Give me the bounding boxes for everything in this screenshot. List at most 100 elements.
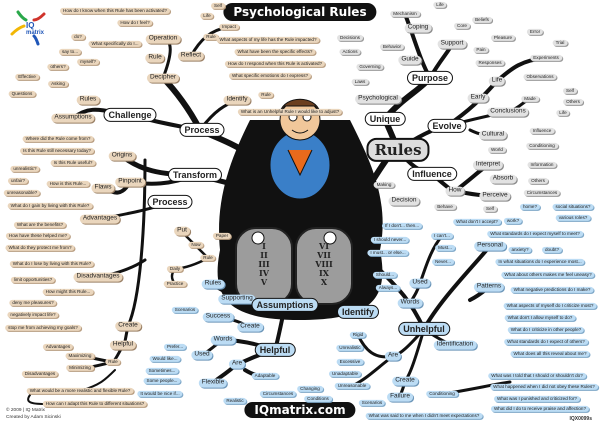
branch-node[interactable]: Create [392,376,418,386]
leaf-node[interactable]: What is an Unhelpful Rule I would like t… [237,108,343,116]
branch-node[interactable]: Operation [145,34,181,44]
leaf-node[interactable]: unfair? [7,177,29,185]
main-branch-node[interactable]: Purpose [406,70,454,86]
leaf-node[interactable]: Practice [163,280,187,288]
leaf-node[interactable]: do? [71,33,85,41]
leaf-node[interactable]: Must... [435,244,455,252]
leaf-node[interactable]: Paper [212,232,232,240]
leaf-node[interactable]: Life [433,1,447,9]
leaf-node[interactable]: doubt? [541,246,563,254]
leaf-node[interactable]: Would like... [149,355,181,363]
branch-node[interactable]: Conclusions [487,107,529,117]
leaf-node[interactable]: In what situations do I experience most.… [495,258,585,266]
leaf-node[interactable]: Influence [529,127,555,135]
branch-node[interactable]: Identification [433,340,477,350]
branch-node[interactable]: Success [202,312,234,322]
leaf-node[interactable]: What aspects of my life has the Rule imp… [216,36,320,44]
branch-node[interactable]: Decipher [146,73,180,83]
leaf-node[interactable]: Pleasure [490,34,516,42]
leaf-node[interactable]: Experiments [530,54,562,62]
leaf-node[interactable]: Unreasonable [334,382,370,390]
leaf-node[interactable]: Life [200,12,214,20]
leaf-node[interactable]: Minimizing [66,364,94,372]
leaf-node[interactable]: Rule [203,33,219,41]
leaf-node[interactable]: I should never... [370,236,410,244]
leaf-node[interactable]: Pain [473,46,489,54]
leaf-node[interactable]: How is this Rule... [46,180,90,188]
leaf-node[interactable]: Some people... [143,377,181,385]
leaf-node[interactable]: Now [188,241,204,249]
leaf-node[interactable]: Impact [219,23,239,31]
branch-node[interactable]: Used [191,350,213,360]
leaf-node[interactable]: What standards do I expect of others? [504,338,588,346]
leaf-node[interactable]: Daily [166,265,184,273]
leaf-node[interactable]: Error [526,28,544,36]
branch-node[interactable]: Coping [404,23,432,33]
leaf-node[interactable]: Always... [375,284,401,292]
branch-node[interactable]: Psychological [355,94,401,104]
leaf-node[interactable]: deny me pleasures? [9,299,57,307]
leaf-node[interactable]: limit opportunities? [10,276,56,284]
branch-node[interactable]: Words [210,335,236,345]
leaf-node[interactable]: anxiety? [508,246,532,254]
leaf-node[interactable]: Made [521,95,539,103]
leaf-node[interactable]: What was I told that I should or shouldn… [488,372,586,380]
leaf-node[interactable]: Laws [351,78,369,86]
leaf-node[interactable]: Sometimes... [145,367,179,375]
leaf-node[interactable]: Conditions [304,395,332,403]
main-branch-node[interactable]: Unhelpful [398,321,450,337]
leaf-node[interactable]: How do I respond when this Rule is activ… [224,60,326,68]
branch-node[interactable]: Advantages [79,214,121,224]
leaf-node[interactable]: Responses [475,59,505,67]
branch-node[interactable]: Origins [108,151,136,161]
branch-node[interactable]: Rule [145,53,165,63]
leaf-node[interactable]: Where did the Rule come from? [22,135,94,143]
leaf-node[interactable]: Behave [434,203,456,211]
branch-node[interactable]: Absorb [489,174,517,184]
leaf-node[interactable]: work? [503,217,523,225]
leaf-node[interactable]: What would be a more realistic and flexi… [26,387,134,395]
branch-node[interactable]: Disadvantages [73,272,123,282]
leaf-node[interactable]: various roles? [555,214,591,222]
leaf-node[interactable]: Maximizing [65,352,95,360]
leaf-node[interactable]: Others [528,177,548,185]
leaf-node[interactable]: Behavior [379,43,405,51]
branch-node[interactable]: Helpful [109,340,137,350]
leaf-node[interactable]: Scenarios [358,399,386,407]
main-branch-node[interactable]: Process [147,194,193,210]
branch-node[interactable]: Create [237,322,263,332]
leaf-node[interactable]: home? [519,203,541,211]
leaf-node[interactable]: Adaptable [251,372,279,380]
leaf-node[interactable]: What negative predictions do I make? [510,286,594,294]
branch-node[interactable]: Failure [387,392,413,402]
main-branch-node[interactable]: Identify [336,304,380,320]
leaf-node[interactable]: Rule [105,358,121,366]
leaf-node[interactable]: Trial [552,39,568,47]
branch-node[interactable]: Patterns [473,282,505,292]
main-branch-node[interactable]: Challenge [103,107,157,123]
leaf-node[interactable]: Advantages [42,343,74,351]
leaf-node[interactable]: Scenarios [171,306,199,314]
leaf-node[interactable]: Never... [432,258,454,266]
leaf-node[interactable]: How have these helped me? [5,232,71,240]
leaf-node[interactable]: Rule [258,91,274,99]
leaf-node[interactable]: What does all this reveal about me? [510,350,590,358]
leaf-node[interactable]: Prefer... [163,343,187,351]
main-branch-node[interactable]: Assumptions [251,297,319,313]
branch-node[interactable]: Personal [474,241,506,251]
leaf-node[interactable]: What do they protect me from? [5,244,75,252]
leaf-node[interactable]: Is this Rule useful? [50,159,96,167]
leaf-node[interactable]: What don't I accept? [453,218,501,226]
leaf-node[interactable]: What was I punished and criticized for? [494,395,580,403]
leaf-node[interactable]: What do I gain by living with this Rule? [7,202,93,210]
leaf-node[interactable]: Unrealistic [336,344,364,352]
branch-node[interactable]: Early [467,93,489,103]
leaf-node[interactable]: Mechanism [390,10,420,18]
branch-node[interactable]: Reflect [177,51,205,61]
leaf-node[interactable]: stop me from achieving my goals? [5,324,81,332]
branch-node[interactable]: Flaws [91,183,115,193]
leaf-node[interactable]: Beliefs [472,16,492,24]
leaf-node[interactable]: What do I criticize in other people? [507,326,585,334]
leaf-node[interactable]: Effective [15,73,39,81]
branch-node[interactable]: Assumptions [51,113,95,123]
